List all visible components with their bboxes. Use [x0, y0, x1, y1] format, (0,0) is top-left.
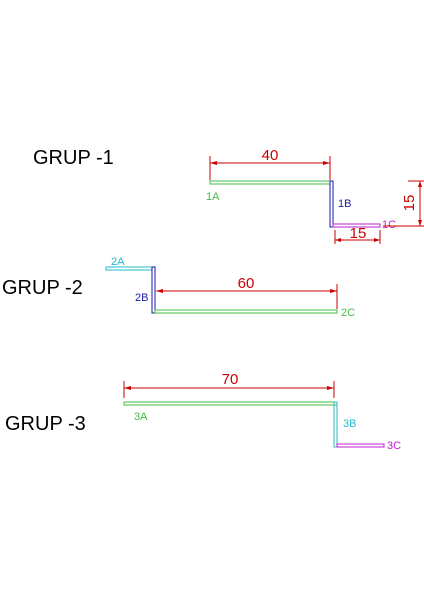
group-1-dimension-15-horizontal — [334, 230, 381, 244]
dimension-label-15-horizontal: 15 — [350, 225, 367, 242]
part-label-1a: 1A — [206, 191, 220, 203]
group-2: GRUP -2 2A 2B 2C 60 — [2, 256, 355, 319]
arrowhead — [374, 238, 380, 242]
part-3c-shape — [336, 443, 385, 448]
part-2c-shape — [154, 309, 338, 314]
part-label-1c: 1C — [382, 219, 396, 231]
group-1-dimension-15-vertical — [383, 180, 424, 227]
part-label-1b: 1B — [338, 198, 351, 210]
dimension-label-60: 60 — [238, 275, 255, 292]
part-1b-shape — [329, 180, 334, 228]
part-label-3b: 3B — [343, 418, 356, 430]
part-label-2a: 2A — [111, 256, 125, 268]
arrowhead — [335, 238, 341, 242]
dimension-label-40: 40 — [262, 147, 279, 164]
arrowhead — [156, 289, 163, 293]
part-2b-shape — [151, 266, 156, 314]
part-1a-shape — [209, 180, 331, 185]
group-3: GRUP -3 70 3A 3B 3C — [5, 371, 401, 452]
dimension-label-70: 70 — [222, 371, 239, 388]
dimension-label-15-vertical: 15 — [401, 195, 418, 212]
group-3-dimension-70 — [123, 381, 335, 398]
group-2-title: GRUP -2 — [2, 277, 83, 299]
group-2-dimension-60 — [156, 284, 338, 309]
part-label-2b: 2B — [135, 292, 148, 304]
part-label-2c: 2C — [341, 307, 355, 319]
part-1c-shape — [332, 223, 381, 228]
group-1-dimension-40 — [209, 156, 331, 180]
arrowhead — [327, 386, 334, 390]
part-3a-shape — [123, 401, 338, 406]
group-1: GRUP -1 40 1A 1B 1C — [33, 147, 424, 244]
arrowhead — [330, 289, 337, 293]
arrowhead — [418, 220, 422, 226]
arrowhead — [210, 161, 217, 165]
part-3b-shape — [333, 401, 338, 448]
arrowhead — [418, 181, 422, 187]
arrowhead — [323, 161, 330, 165]
part-label-3c: 3C — [387, 440, 401, 452]
arrowhead — [124, 386, 131, 390]
group-1-title: GRUP -1 — [33, 147, 114, 169]
part-label-3a: 3A — [134, 411, 148, 423]
group-3-title: GRUP -3 — [5, 413, 86, 435]
